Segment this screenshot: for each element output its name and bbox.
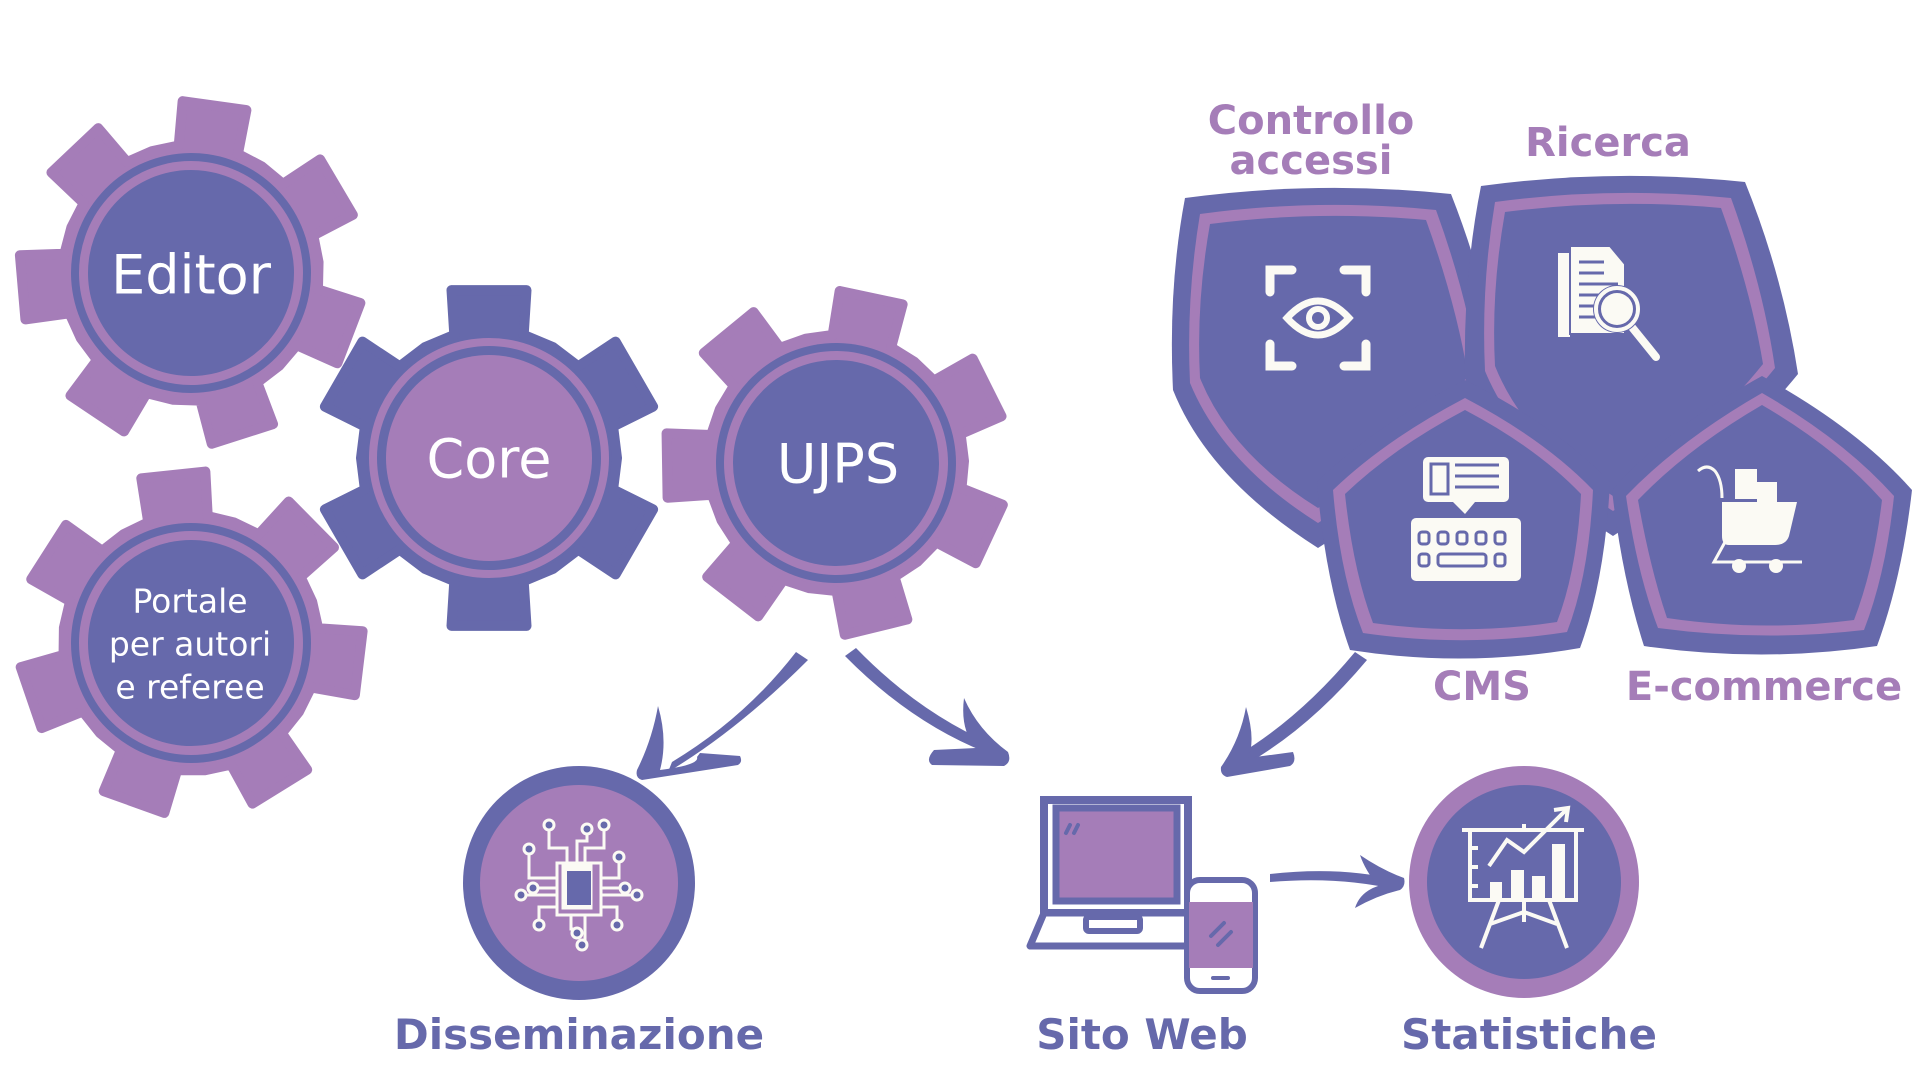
gear-label-portale: Portale per autori e referee	[109, 581, 271, 710]
module-label-cms: CMS	[1433, 664, 1531, 710]
shopping-cart-icon	[1697, 465, 1802, 573]
gear-hub	[386, 355, 592, 561]
arrow-ujps-to-sito-web	[845, 648, 1010, 766]
module-ecommerce	[1612, 376, 1912, 655]
gear-label-ujps: UJPS	[776, 432, 900, 496]
gear-ujps	[661, 285, 1008, 640]
gear-core	[319, 285, 659, 631]
output-label-sito-web: Sito Web	[1036, 1010, 1248, 1059]
module-cms	[1317, 380, 1610, 659]
gear-label-editor: Editor	[111, 243, 271, 307]
chart-presentation-icon	[1462, 805, 1584, 949]
arrow-ujps-to-disseminazione	[636, 652, 808, 780]
gear-portale	[15, 466, 368, 818]
output-statistiche	[1409, 766, 1639, 998]
module-label-ecommerce: E-commerce	[1625, 664, 1903, 710]
output-label-disseminazione: Disseminazione	[393, 1010, 765, 1059]
module-label-ricerca: Ricerca	[1525, 120, 1691, 166]
gear-label-line: per autori	[108, 624, 272, 664]
gear-label-line: Portale	[132, 581, 248, 621]
output-label-statistiche: Statistiche	[1401, 1010, 1657, 1059]
gear-hub	[88, 540, 294, 746]
arrow-sito-web-to-statistiche	[1270, 855, 1405, 908]
gear-hub	[733, 360, 939, 566]
gear-editor	[14, 96, 366, 449]
gear-hub	[88, 170, 294, 376]
module-label-line: Controllo	[1207, 98, 1415, 144]
document-search-icon	[1558, 245, 1660, 361]
output-disseminazione	[463, 766, 695, 1000]
eye-scan-icon	[1265, 265, 1371, 371]
keyboard-message-icon	[1411, 457, 1521, 581]
gear-label-core: Core	[426, 427, 552, 491]
gear-label-line: e referee	[115, 667, 265, 707]
arrow-modules-to-sito-web	[1220, 652, 1367, 777]
laptop-phone-icon	[1026, 796, 1258, 994]
module-label-line: accessi	[1229, 138, 1393, 184]
module-label-controllo-accessi: Controllo accessi	[1208, 101, 1415, 181]
